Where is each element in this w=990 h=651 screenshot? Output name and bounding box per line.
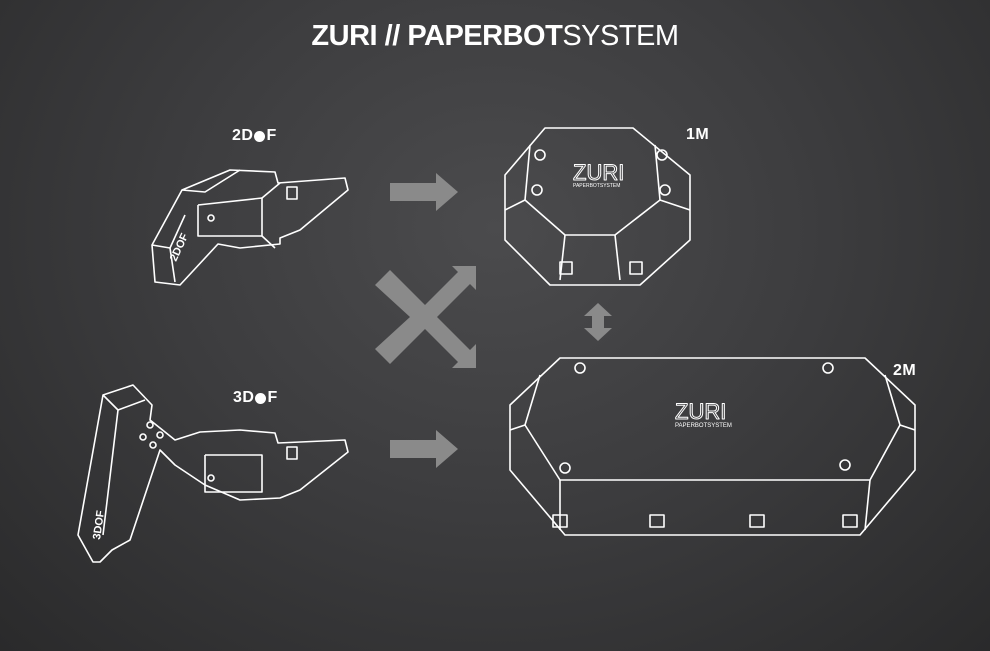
2dof-module-drawing: 2DOF (151, 169, 349, 286)
1m-base-drawing: ZURI PAPERBOTSYSTEM (504, 127, 691, 286)
3dof-side-text: 3DOF (91, 509, 107, 540)
label-3dof-suffix: F (267, 389, 278, 406)
arrow-right-icon (390, 173, 458, 211)
title-paperbot: PAPERBOT (407, 20, 563, 52)
zuri-logo: ZURI (573, 160, 624, 185)
3dof-module-drawing: 3DOF (77, 384, 349, 563)
o-dot-icon (254, 130, 266, 142)
page-title: ZURI // PAPERBOTSYSTEM (0, 20, 990, 53)
o-dot-icon (255, 392, 267, 404)
title-system: SYSTEM (562, 20, 679, 52)
2dof-side-text: 2DOF (168, 231, 191, 263)
paperbot-sublogo: PAPERBOTSYSTEM (573, 183, 620, 189)
paperbot-sublogo: PAPERBOTSYSTEM (675, 423, 732, 429)
label-2dof: 2D F (232, 127, 277, 145)
zuri-logo: ZURI (675, 399, 726, 424)
arrow-right-icon (390, 430, 458, 468)
label-3dof: 3D F (233, 389, 278, 407)
label-2dof-prefix: 2D (232, 127, 254, 144)
double-arrow-icon (584, 303, 612, 341)
label-2m: 2M (893, 362, 917, 379)
label-3dof-prefix: 3D (233, 389, 255, 406)
2m-base-drawing: ZURI PAPERBOTSYSTEM (509, 357, 916, 536)
title-separator: // (377, 20, 408, 52)
label-1m: 1M (686, 126, 710, 143)
cross-arrows-icon (375, 266, 476, 368)
title-brand: ZURI (311, 20, 378, 52)
label-2dof-suffix: F (266, 127, 277, 144)
